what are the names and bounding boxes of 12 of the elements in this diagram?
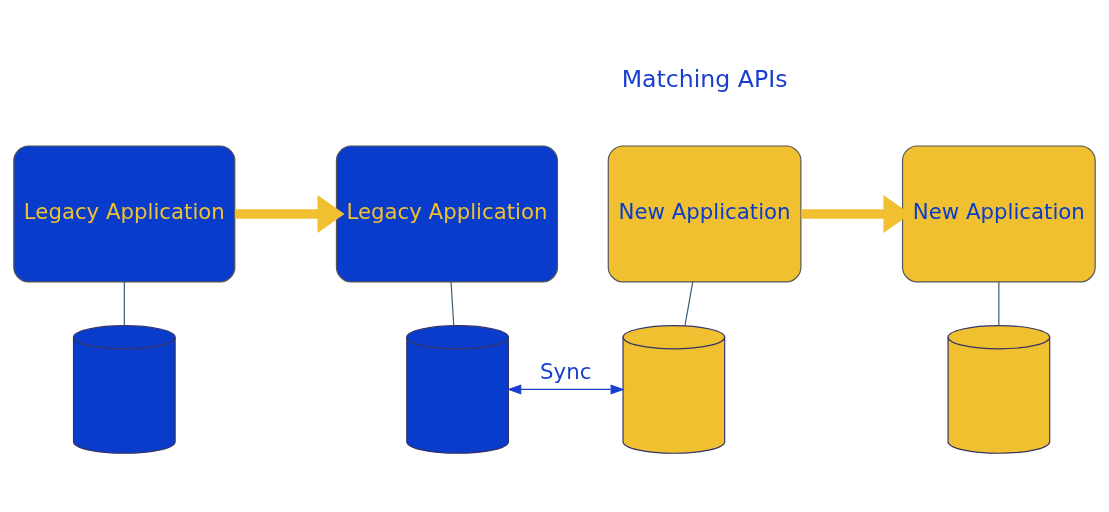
label: Matching APIs	[621, 64, 788, 93]
arrow	[507, 384, 625, 394]
connector	[998, 281, 1000, 326]
edge-label: Sync	[540, 358, 592, 384]
node-box: New Application	[607, 144, 802, 282]
connector	[123, 281, 125, 326]
node-box: New Application	[901, 144, 1096, 282]
connector	[684, 281, 694, 326]
connector	[450, 281, 455, 326]
arrow	[234, 194, 345, 233]
node-box: Legacy Application	[13, 144, 236, 282]
node-box: Legacy Application	[335, 144, 559, 282]
